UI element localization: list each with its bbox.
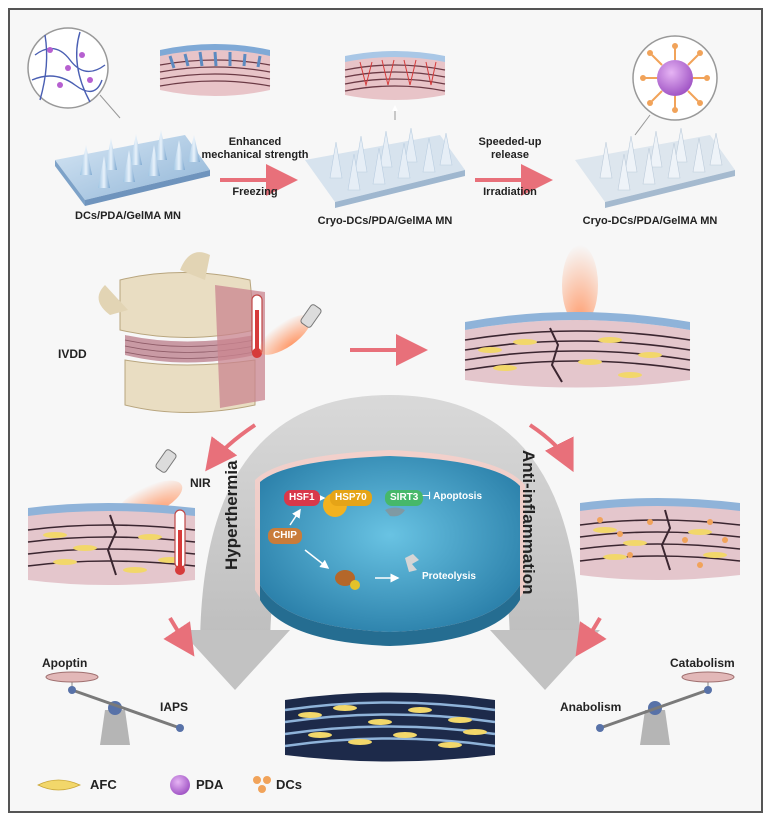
ivdd-label: IVDD bbox=[58, 347, 87, 361]
nir-lamp-1 bbox=[259, 304, 322, 355]
arrow2-top-label: Speeded-up release bbox=[478, 136, 542, 161]
apoptosis-label: ⊣ Apoptosis bbox=[422, 491, 483, 502]
proteolysis-label: Proteolysis bbox=[422, 571, 476, 582]
hsp70-node: HSP70 bbox=[330, 490, 372, 506]
mn3-label: Cryo-DCs/PDA/GelMA MN bbox=[582, 215, 718, 227]
nir-label: NIR bbox=[190, 476, 211, 490]
apoptin-label: Apoptin bbox=[42, 656, 88, 670]
disc-right bbox=[579, 498, 741, 580]
arrow1-top-label: Enhanced mechanical strength bbox=[201, 136, 309, 161]
balance-right bbox=[596, 671, 735, 745]
pda-nanoparticle-zoom bbox=[632, 35, 718, 121]
arrow2-bottom-label: Irradiation bbox=[483, 186, 537, 198]
disc-inset-1 bbox=[159, 44, 271, 96]
mn-patch-1 bbox=[55, 130, 210, 206]
anabolism-label: Anabolism bbox=[560, 700, 622, 714]
mn-patch-2 bbox=[305, 127, 465, 208]
legend-icons bbox=[37, 775, 271, 795]
disc-left bbox=[27, 503, 196, 585]
anti-inflammation-label: Anti-inflammation bbox=[519, 450, 538, 595]
disc-heated bbox=[464, 245, 691, 388]
disc-regenerated bbox=[284, 692, 496, 762]
iaps-label: IAPS bbox=[160, 700, 189, 714]
hyperthermia-label: Hyperthermia bbox=[222, 460, 241, 570]
mn2-label: Cryo-DCs/PDA/GelMA MN bbox=[317, 215, 453, 227]
mn1-label: DCs/PDA/GelMA MN bbox=[75, 210, 181, 222]
schematic-canvas bbox=[27, 27, 741, 795]
legend-dcs: DCs bbox=[276, 777, 303, 792]
sirt3-node: SIRT3 bbox=[385, 490, 424, 506]
legend-afc: AFC bbox=[90, 777, 117, 792]
cell-nucleus bbox=[255, 450, 525, 646]
catabolism-label: Catabolism bbox=[670, 656, 735, 670]
mn-patch-3 bbox=[575, 127, 735, 208]
chip-node: CHIP bbox=[268, 528, 302, 544]
figure-frame: DCs/PDA/GelMA MN Cryo-DCs/PDA/GelMA MN C… bbox=[8, 8, 763, 813]
hsf1-node: HSF1 bbox=[284, 490, 320, 506]
central-arch bbox=[180, 395, 600, 690]
disc-inset-2 bbox=[344, 51, 446, 100]
spine-illustration bbox=[98, 252, 265, 413]
balance-left bbox=[45, 671, 184, 745]
arrow1-bottom-label: Freezing bbox=[232, 186, 278, 198]
legend-pda: PDA bbox=[196, 777, 224, 792]
hydrogel-network-zoom bbox=[27, 27, 109, 109]
